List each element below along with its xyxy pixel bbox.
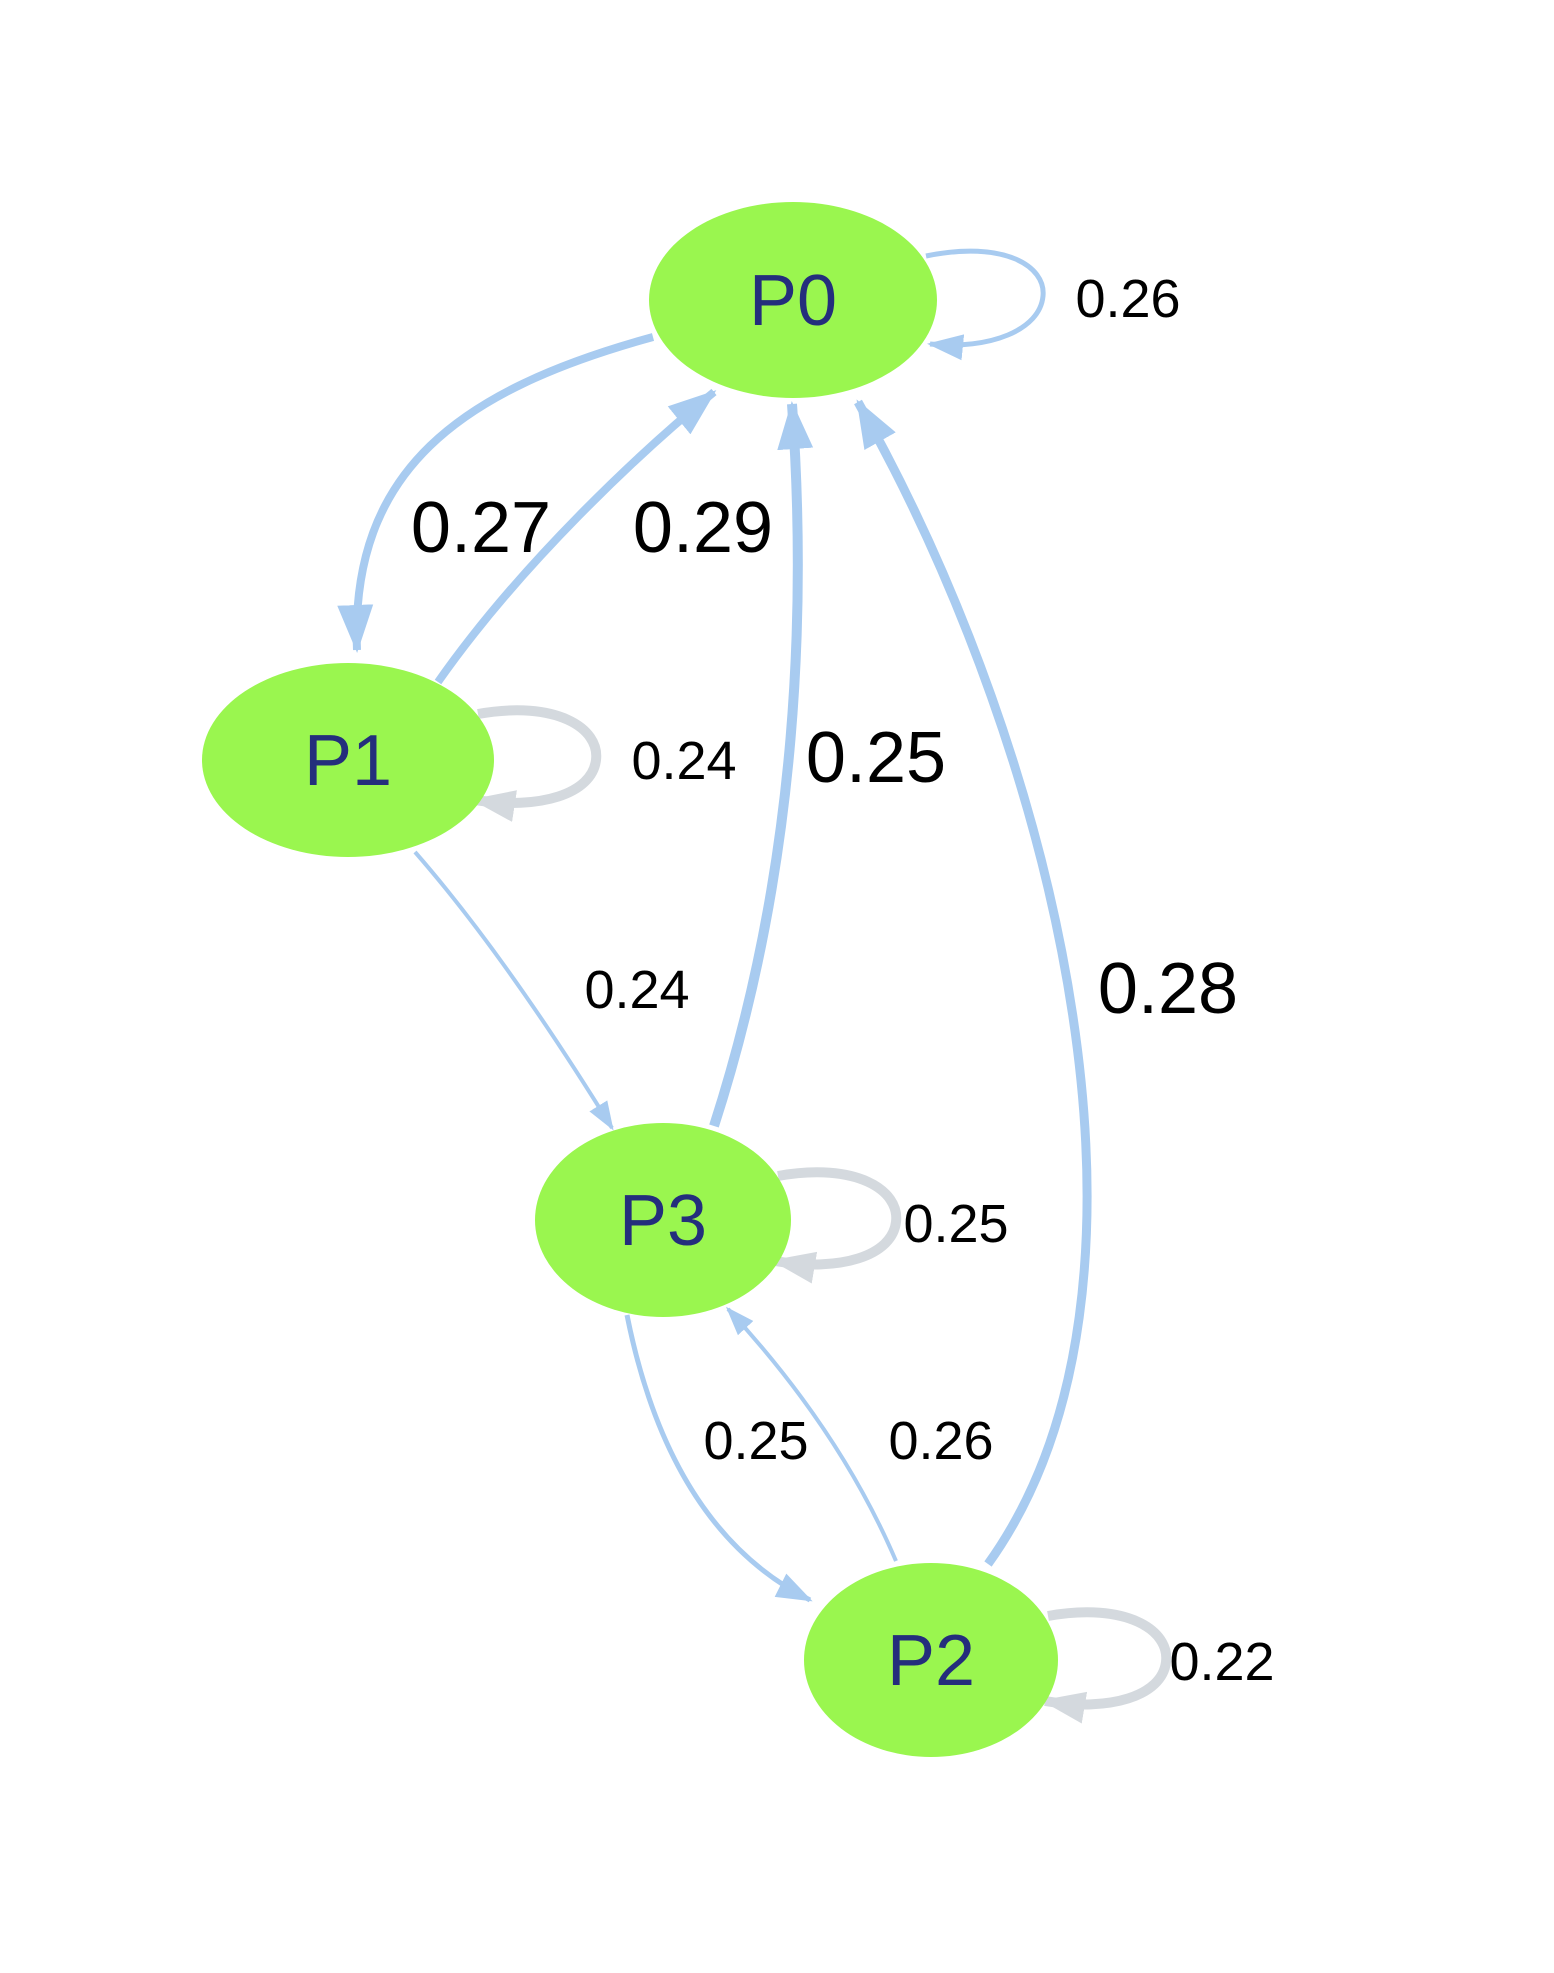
edge-p0-p0: 0.26 <box>925 248 1181 361</box>
edge-p3-p0-path <box>709 401 814 1128</box>
edge-p0-p1-path <box>337 333 655 653</box>
edge-p1-p1-label: 0.24 <box>631 731 736 791</box>
node-p3: P3 <box>535 1123 791 1317</box>
node-p3-ellipse <box>535 1123 791 1317</box>
node-p2: P2 <box>804 1563 1058 1757</box>
edge-p1-p0-label: 0.29 <box>633 488 773 568</box>
edge-p2-p0-path <box>854 399 1092 1567</box>
edge-p3-p0: 0.25 <box>709 401 946 1128</box>
node-p1-ellipse <box>202 663 494 857</box>
edge-p1-p3-label: 0.24 <box>584 960 689 1020</box>
edge-p0-p1: 0.27 <box>337 333 655 653</box>
edge-p0-p0-label: 0.26 <box>1075 269 1180 329</box>
node-p0-label: P0 <box>749 261 837 341</box>
edge-p3-p3: 0.25 <box>771 1167 1009 1284</box>
edge-p3-p2-label: 0.25 <box>703 1411 808 1471</box>
edge-p1-p1: 0.24 <box>471 705 737 822</box>
node-p1-label: P1 <box>304 721 392 801</box>
node-p1: P1 <box>202 663 494 857</box>
node-p2-ellipse <box>804 1563 1058 1757</box>
edge-p1-p0: 0.29 <box>434 388 773 685</box>
edge-p2-p2-path <box>1041 1607 1172 1724</box>
node-p2-label: P2 <box>887 1621 975 1701</box>
node-p0-ellipse <box>649 202 937 398</box>
edge-p0-p0-path <box>925 248 1046 361</box>
edge-p2-p0-label: 0.28 <box>1098 949 1238 1029</box>
edge-p3-p3-path <box>771 1167 902 1284</box>
edge-p1-p1-path <box>471 705 602 822</box>
edge-p2-p3-path <box>725 1306 898 1562</box>
edge-p2-p3-label: 0.26 <box>888 1411 993 1471</box>
edge-p2-p2: 0.22 <box>1041 1607 1275 1724</box>
edge-p1-p0-path <box>434 388 717 685</box>
edge-p3-p0-label: 0.25 <box>806 718 946 798</box>
edge-p1-p3: 0.24 <box>413 850 690 1131</box>
edge-p3-p2: 0.25 <box>624 1314 813 1603</box>
edge-p3-p2-path <box>624 1314 813 1603</box>
edge-p2-p0: 0.28 <box>854 399 1238 1567</box>
edge-p2-p3: 0.26 <box>725 1306 994 1562</box>
node-p0: P0 <box>649 202 937 398</box>
edge-p0-p1-label: 0.27 <box>411 488 551 568</box>
edge-p1-p3-path <box>413 850 614 1131</box>
edge-p2-p2-label: 0.22 <box>1169 1632 1274 1692</box>
node-p3-label: P3 <box>619 1181 707 1261</box>
edge-p3-p3-label: 0.25 <box>903 1194 1008 1254</box>
